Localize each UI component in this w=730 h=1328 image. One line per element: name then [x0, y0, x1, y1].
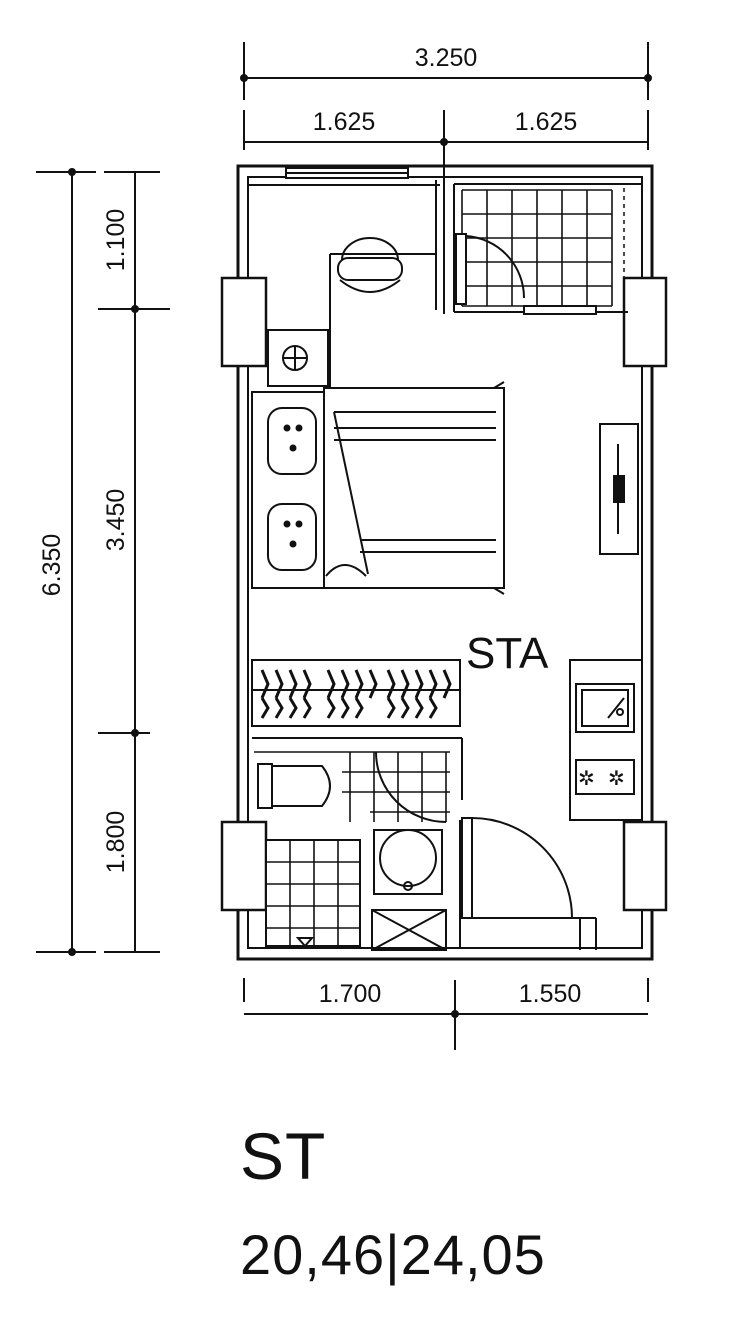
toilet-icon	[257, 763, 331, 809]
window	[285, 167, 409, 179]
dim-left-top: 1.100	[102, 209, 130, 272]
bed-icon	[323, 381, 505, 595]
structural-columns	[220, 276, 668, 912]
unit-area: 20,46|24,05	[240, 1223, 546, 1286]
unit-type: ST	[240, 1119, 327, 1193]
kitchen-counter: ✲ ✲	[569, 659, 643, 821]
basin-icon	[373, 829, 443, 895]
shaft-icon	[371, 909, 447, 951]
dim-top-left: 1.625	[313, 108, 376, 136]
wardrobe-icon	[251, 659, 461, 727]
bathroom-top	[453, 183, 642, 315]
dimension-lines	[36, 42, 652, 1050]
bathroom-bottom	[252, 737, 463, 951]
dim-bottom-right: 1.550	[519, 980, 582, 1008]
sofa-icon	[251, 391, 325, 589]
svg-text:✲: ✲	[608, 768, 625, 790]
dim-top-right: 1.625	[515, 108, 578, 136]
entry-door	[461, 817, 597, 950]
dim-overall-height: 6.350	[38, 534, 66, 597]
cooktop-icon: ✲ ✲	[575, 759, 635, 795]
sink-icon	[575, 683, 635, 733]
balcony	[248, 180, 445, 388]
room-label: STA	[466, 629, 549, 678]
dim-left-bottom: 1.800	[102, 811, 130, 874]
shower-icon	[265, 839, 361, 948]
dim-left-middle: 3.450	[102, 489, 130, 552]
dim-bottom-left: 1.700	[319, 980, 382, 1008]
svg-text:✲: ✲	[578, 768, 595, 790]
stove-icon	[267, 329, 329, 387]
dim-overall-width: 3.250	[415, 44, 478, 72]
tv-icon	[599, 423, 639, 555]
chair-icon	[337, 237, 403, 293]
floor-plan: ✲ ✲	[36, 42, 668, 1050]
